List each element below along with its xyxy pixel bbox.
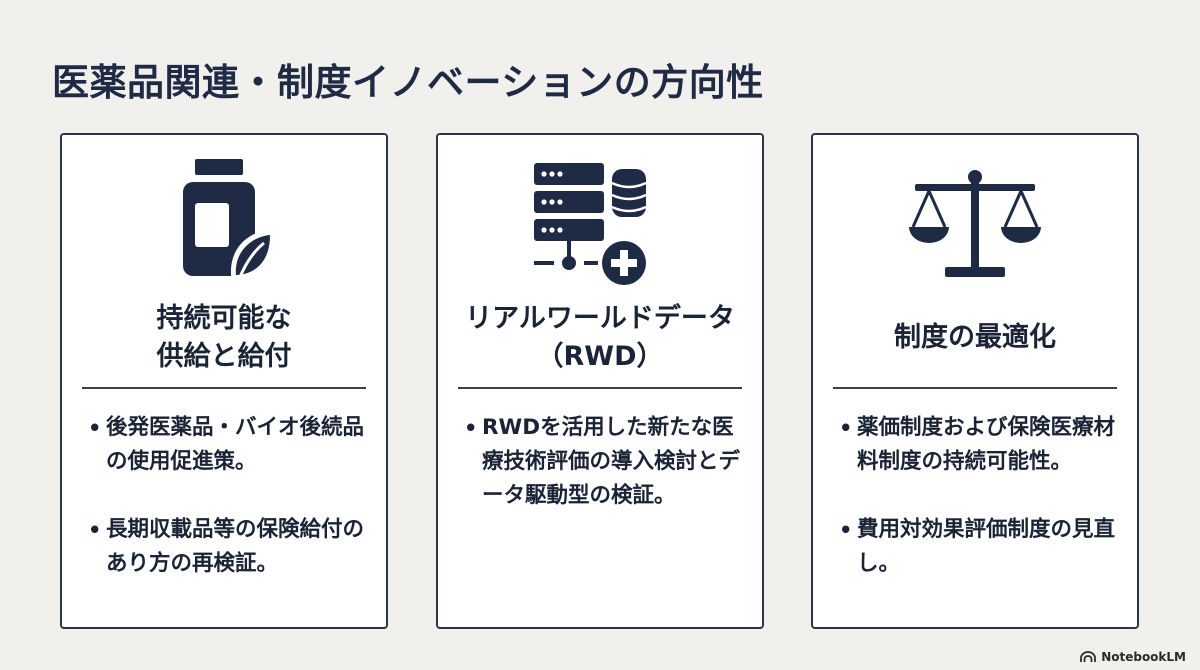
card-sustainable-supply: 持続可能な 供給と給付 後発医薬品・バイオ後続品の使用促進策。 長期収載品等の保… (60, 133, 388, 629)
brand-watermark: NotebookLM (1080, 650, 1186, 664)
card-divider (82, 387, 366, 389)
card-divider (458, 387, 742, 389)
card-title-line-1: 持続可能な (156, 303, 292, 334)
notebooklm-logo-icon (1080, 651, 1097, 662)
card-title-line-1: 制度の最適化 (894, 322, 1056, 353)
card-system-optimization: 制度の最適化 薬価制度および保険医療材料制度の持続可能性。 費用対効果評価制度の… (811, 133, 1139, 629)
card-title: リアルワールドデータ （RWD） (438, 295, 762, 381)
server-database-plus-icon (438, 155, 762, 295)
slide-title: 医薬品関連・制度イノベーションの方向性 (52, 61, 764, 104)
card-divider (833, 387, 1117, 389)
bullet-item: 薬価制度および保険医療材料制度の持続可能性。 (839, 411, 1123, 479)
card-title-line-1: リアルワールドデータ (465, 303, 735, 334)
card-bullet-list: 後発医薬品・バイオ後続品の使用促進策。 長期収載品等の保険給付のあり方の再検証。 (88, 411, 372, 615)
card-bullet-list: 薬価制度および保険医療材料制度の持続可能性。 費用対効果評価制度の見直し。 (839, 411, 1123, 615)
card-bullet-list: RWDを活用した新たな医療技術評価の導入検討とデータ駆動型の検証。 (464, 411, 748, 547)
card-real-world-data: リアルワールドデータ （RWD） RWDを活用した新たな医療技術評価の導入検討と… (436, 133, 764, 629)
card-title: 持続可能な 供給と給付 (62, 295, 386, 381)
bullet-item: 費用対効果評価制度の見直し。 (839, 513, 1123, 581)
bullet-item: 後発医薬品・バイオ後続品の使用促進策。 (88, 411, 372, 479)
bullet-item: RWDを活用した新たな医療技術評価の導入検討とデータ駆動型の検証。 (464, 411, 748, 513)
card-title-line-2: 供給と給付 (156, 341, 292, 372)
card-title: 制度の最適化 (813, 295, 1137, 381)
card-title-line-2: （RWD） (536, 341, 664, 372)
balance-scale-icon (813, 155, 1137, 295)
medicine-bottle-leaf-icon (62, 155, 386, 295)
brand-label: NotebookLM (1101, 650, 1186, 664)
bullet-item: 長期収載品等の保険給付のあり方の再検証。 (88, 513, 372, 581)
